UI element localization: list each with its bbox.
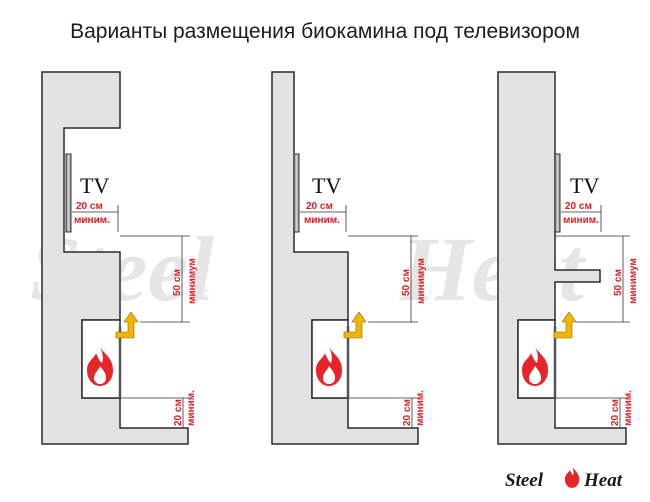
- vertical-gap-note-2: минимум: [416, 258, 427, 304]
- tv-offset-note-1: миним.: [74, 215, 110, 226]
- tv-panel-2: [293, 153, 300, 233]
- tv-label-1: TV: [80, 173, 109, 198]
- tv-label-3: TV: [570, 173, 599, 198]
- flame-icon: [316, 347, 342, 386]
- bottom-gap-value-3: 20 см: [610, 399, 621, 426]
- variant-1: TV 20 см миним. 50 см минимум 20 см мини…: [41, 71, 198, 445]
- heat-arrow-icon: [553, 311, 577, 339]
- heat-arrow-icon: [115, 311, 139, 339]
- watermark-word-2: Heat: [399, 218, 586, 320]
- fireplace-box-1: [81, 319, 121, 399]
- page-title: Варианты размещения биокамина под телеви…: [70, 20, 580, 43]
- tv-offset-note-3: миним.: [563, 215, 599, 226]
- variant-2: TV 20 см миним. 50 см минимум 20 см мини…: [271, 71, 427, 445]
- brand-word-2: Heat: [583, 470, 623, 491]
- variant-3: TV 20 см миним. 50 см минимум 20 см мини…: [497, 71, 639, 445]
- vertical-gap-note-1: минимум: [187, 258, 198, 304]
- fireplace-box-3: [517, 319, 556, 399]
- flame-icon: [87, 347, 113, 386]
- tv-label-2: TV: [312, 173, 341, 198]
- vertical-gap-value-3: 50 см: [613, 269, 624, 296]
- tv-panel-1: [65, 153, 72, 233]
- vertical-gap-note-3: минимум: [628, 258, 639, 304]
- vertical-gap-value-2: 50 см: [401, 269, 412, 296]
- brand-logo: Steel Heat: [505, 466, 623, 491]
- tv-offset-value-2: 20 см: [306, 201, 333, 212]
- fireplace-box-2: [311, 319, 349, 399]
- bottom-gap-note-1: миним.: [186, 390, 197, 426]
- vertical-gap-value-1: 50 см: [172, 269, 183, 296]
- bottom-gap-value-2: 20 см: [402, 399, 413, 426]
- tv-panel-3: [554, 153, 561, 233]
- tv-offset-value-3: 20 см: [565, 201, 592, 212]
- flame-icon: [522, 347, 548, 386]
- bottom-gap-note-3: миним.: [623, 390, 634, 426]
- tv-offset-note-2: миним.: [304, 215, 340, 226]
- heat-arrow-icon: [343, 311, 367, 339]
- logo-flame-icon: [564, 466, 580, 488]
- tv-offset-value-1: 20 см: [76, 201, 103, 212]
- bottom-gap-note-2: миним.: [415, 390, 426, 426]
- bottom-gap-value-1: 20 см: [173, 399, 184, 426]
- brand-word-1: Steel: [505, 470, 544, 491]
